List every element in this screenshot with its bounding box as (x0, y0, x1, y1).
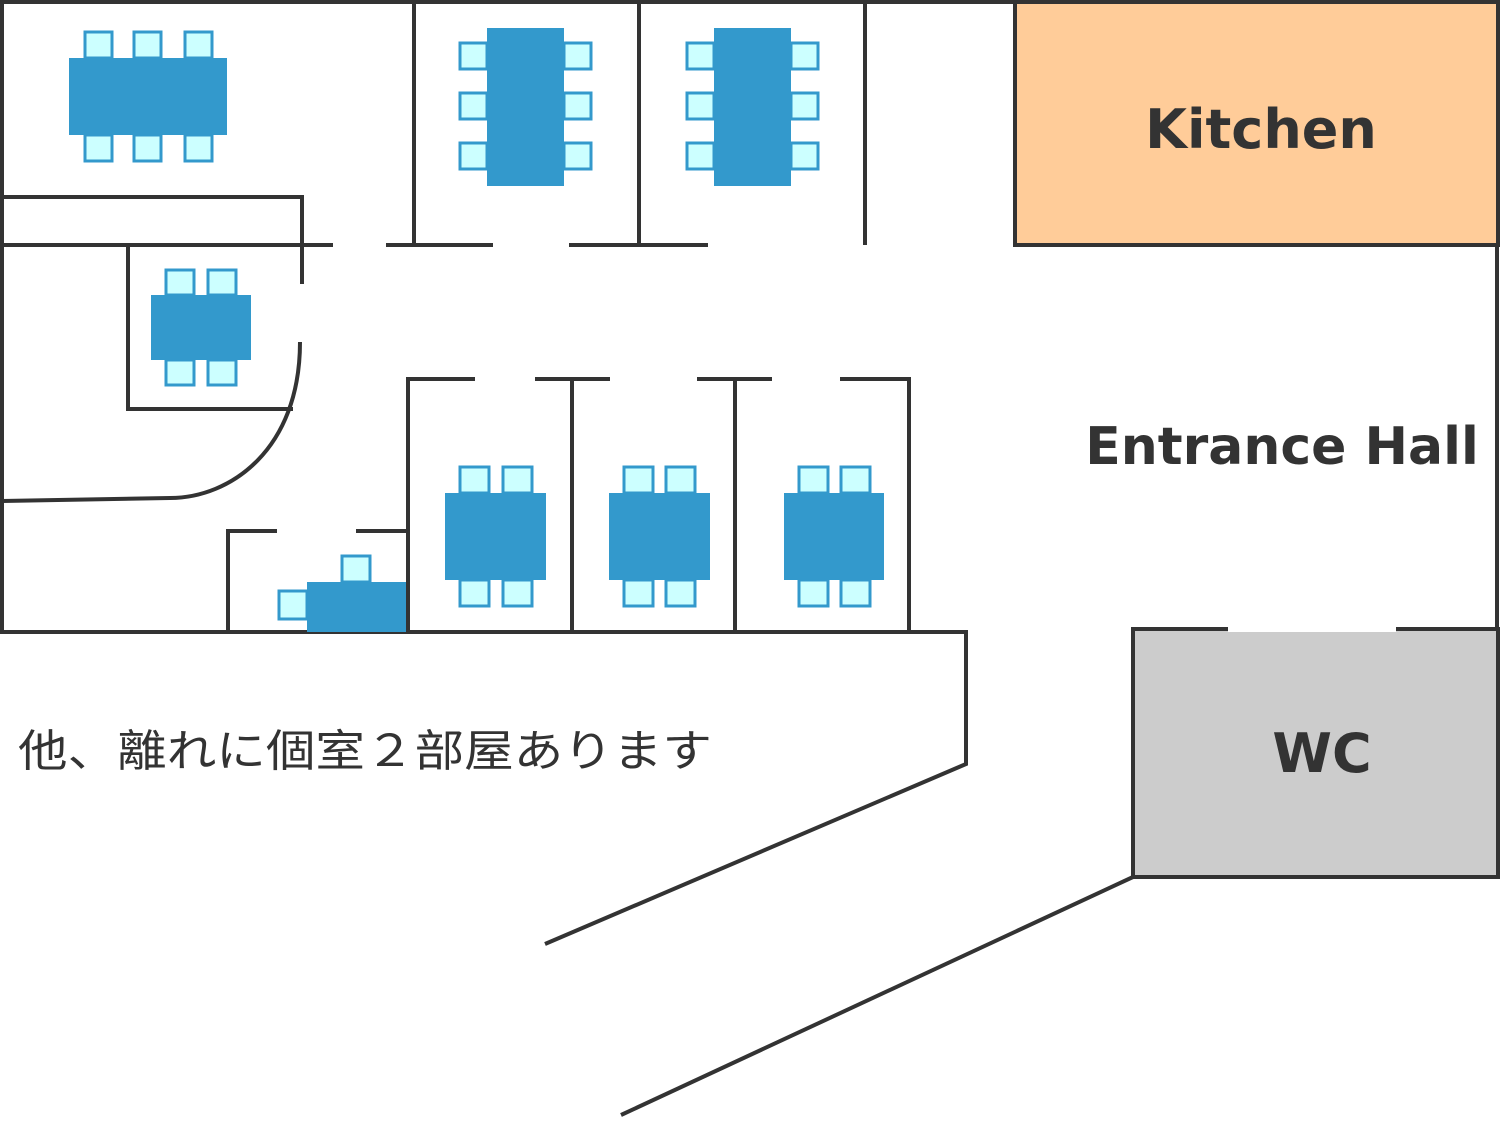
counter-room-wall (226, 529, 277, 632)
chair (501, 578, 534, 608)
entrance-hall-label: Entrance Hall (1085, 417, 1479, 477)
chair (664, 578, 697, 608)
chair (789, 41, 820, 71)
chair (183, 30, 214, 60)
dining-table (609, 493, 710, 580)
chair (664, 465, 697, 495)
chair (685, 141, 716, 171)
chair (797, 465, 830, 495)
table-group-3 (685, 28, 820, 186)
chair (839, 578, 872, 608)
chair (458, 465, 491, 495)
chair (206, 358, 238, 387)
chair (340, 554, 372, 584)
table-group-4 (151, 268, 251, 387)
outer-wall-top (0, 0, 1015, 632)
cubicles-wall-right (840, 377, 911, 632)
chair (685, 41, 716, 71)
chair (458, 91, 489, 121)
table-group-5 (445, 465, 546, 608)
table-group-1 (69, 30, 227, 163)
kitchen-room (1013, 0, 1500, 247)
counter-table (307, 582, 406, 632)
chair (83, 133, 114, 163)
cubicles-wall-left (406, 377, 475, 632)
room4-wall (126, 245, 293, 411)
chair (685, 91, 716, 121)
dining-table (69, 58, 227, 135)
chair (277, 589, 309, 621)
dining-table (487, 28, 564, 186)
corridor-wall-right (620, 875, 1134, 1117)
table-group-6 (609, 465, 710, 608)
chair (501, 465, 534, 495)
outer-wall-bottom (0, 630, 968, 946)
table-group-7 (784, 465, 884, 608)
chair (206, 268, 238, 297)
chair (789, 91, 820, 121)
wc-label: WC (1272, 722, 1371, 785)
chair (797, 578, 830, 608)
dining-table (784, 493, 884, 580)
annex-note: 他、離れに個室２部屋あります (18, 726, 712, 777)
dining-table (151, 295, 251, 360)
chair (562, 41, 593, 71)
dining-table (714, 28, 791, 186)
chair (183, 133, 214, 163)
chair (458, 578, 491, 608)
dining-table (445, 493, 546, 580)
kitchen-label: Kitchen (1145, 98, 1377, 161)
chair (83, 30, 114, 60)
chair (789, 141, 820, 171)
chair (164, 268, 196, 297)
chair (458, 41, 489, 71)
curved-wall (1, 341, 302, 503)
room1-wall (2, 195, 304, 284)
chair (562, 141, 593, 171)
wc-room (1131, 627, 1500, 879)
chair (839, 465, 872, 495)
chair (562, 91, 593, 121)
table-group-2 (458, 28, 593, 186)
chair (458, 141, 489, 171)
chair (622, 465, 655, 495)
chair (164, 358, 196, 387)
chair (132, 30, 163, 60)
chair (132, 133, 163, 163)
chair (622, 578, 655, 608)
counter-group (277, 554, 406, 632)
